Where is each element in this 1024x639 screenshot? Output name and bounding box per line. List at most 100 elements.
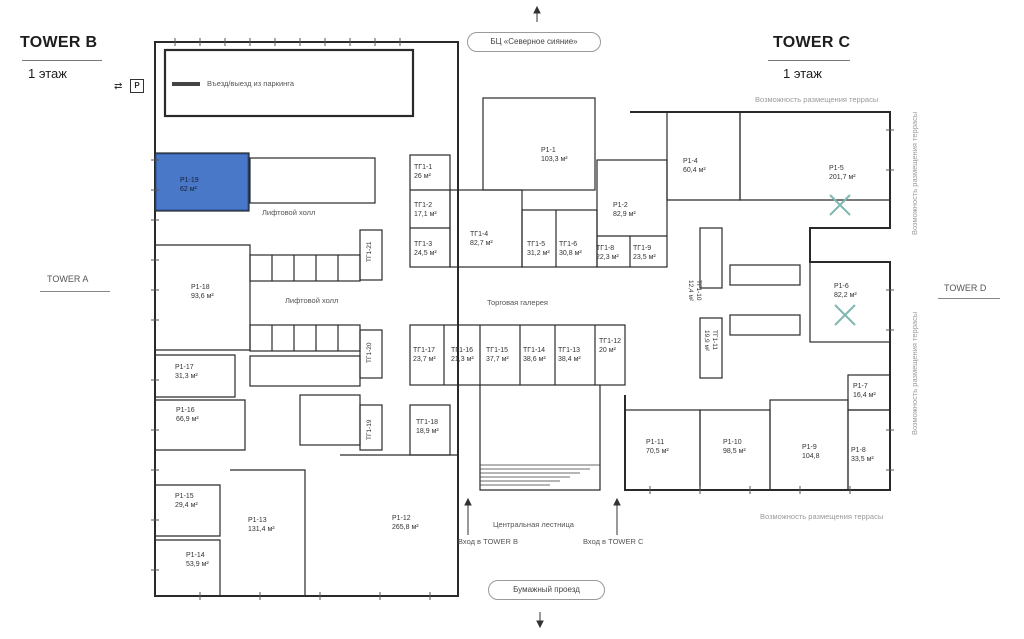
terrace-bottom-label: Возможность размещения террасы xyxy=(760,512,884,521)
tower-a-arrow xyxy=(40,291,110,292)
terrace-right-lower-label: Возможность размещения террасы xyxy=(910,311,919,435)
unit-area: 37,7 м² xyxy=(486,356,509,363)
unit-id: P1-13 xyxy=(248,517,267,524)
tower-c-title: TOWER C xyxy=(773,34,851,51)
tower-b-floor: 1 этаж xyxy=(28,66,67,81)
unit-tg1-20[interactable]: ТГ1-20 xyxy=(366,343,374,364)
unit-id: ТГ1-18 xyxy=(416,419,439,426)
street-top-label: БЦ «Северное сияние» xyxy=(467,32,601,52)
unit-id: ТГ1-5 xyxy=(527,241,546,248)
unit-p1-17[interactable]: P1-17 31,3 м² xyxy=(175,363,198,381)
unit-p1-12[interactable]: P1-12 265,8 м² xyxy=(392,514,419,532)
unit-id: ТГ1-1 xyxy=(414,164,433,171)
street-bottom-label: Бумажный проезд xyxy=(488,580,605,600)
unit-area: 103,3 м² xyxy=(541,156,568,163)
unit-id: ТГ1-4 xyxy=(470,231,489,238)
parking-icon: P xyxy=(130,79,144,93)
unit-id: ТГ1-8 xyxy=(596,245,615,252)
unit-area: 70,5 м² xyxy=(646,448,669,455)
unit-id: P1-15 xyxy=(175,493,194,500)
unit-id: P1-4 xyxy=(683,158,698,165)
unit-area: 31,3 м² xyxy=(175,373,198,380)
unit-area: 12,4 м² xyxy=(687,280,694,302)
unit-area: 26 м² xyxy=(414,173,431,180)
unit-p1-14[interactable]: P1-14 53,9 м² xyxy=(186,551,209,569)
tower-b-title: TOWER B xyxy=(20,34,98,51)
terrace-right-upper-label: Возможность размещения террасы xyxy=(910,111,919,235)
unit-id: ТГ1-10 xyxy=(695,280,702,301)
unit-area: 82,9 м² xyxy=(613,211,636,218)
trade-gallery-label: Торговая галерея xyxy=(487,298,548,307)
entrance-tower-b-label: Вход в TOWER B xyxy=(458,537,518,546)
unit-area: 66,9 м² xyxy=(176,416,199,423)
unit-p1-13[interactable]: P1-13 131,4 м² xyxy=(248,516,275,534)
unit-tg1-6[interactable]: ТГ1-6 30,8 м² xyxy=(559,240,582,258)
unit-id: ТГ1-16 xyxy=(451,347,474,354)
unit-tg1-21[interactable]: ТГ1-21 xyxy=(366,242,374,263)
unit-id: P1-1 xyxy=(541,147,556,154)
lift-hall-label-mid: Лифтовой холл xyxy=(285,296,339,305)
entrance-tower-c-label: Вход в TOWER C xyxy=(583,537,644,546)
unit-tg1-4[interactable]: ТГ1-4 82,7 м² xyxy=(470,230,493,248)
unit-id: P1-2 xyxy=(613,202,628,209)
unit-area: 82,7 м² xyxy=(470,240,493,247)
unit-id: P1-12 xyxy=(392,515,411,522)
unit-area: 30,8 м² xyxy=(559,250,582,257)
unit-p1-15[interactable]: P1-15 29,4 м² xyxy=(175,492,198,510)
unit-area: 53,9 м² xyxy=(186,561,209,568)
parking-arrows-icon: ⇄ xyxy=(114,81,123,92)
unit-area: 19,9 м² xyxy=(703,330,710,352)
unit-area: 20 м² xyxy=(599,347,616,354)
unit-area: 62 м² xyxy=(180,186,197,193)
unit-id: P1-17 xyxy=(175,364,194,371)
unit-area: 33,5 м² xyxy=(851,456,874,463)
unit-area: 93,6 м² xyxy=(191,293,214,300)
unit-id: P1-6 xyxy=(834,283,849,290)
tower-c-floor: 1 этаж xyxy=(783,66,822,81)
unit-area: 24,5 м² xyxy=(414,250,437,257)
unit-tg1-1[interactable]: ТГ1-1 26 м² xyxy=(414,163,432,181)
unit-id: ТГ1-14 xyxy=(523,347,546,354)
unit-area: 131,4 м² xyxy=(248,526,275,533)
unit-id: P1-14 xyxy=(186,552,205,559)
unit-tg1-19[interactable]: ТГ1-19 xyxy=(366,420,374,441)
unit-p1-1[interactable]: P1-1 103,3 м² xyxy=(541,146,568,164)
unit-tg1-14[interactable]: ТГ1-14 38,6 м² xyxy=(523,346,546,364)
unit-id: ТГ1-6 xyxy=(559,241,578,248)
unit-p1-2[interactable]: P1-2 82,9 м² xyxy=(613,201,636,219)
unit-area: 104,8 xyxy=(802,453,820,460)
unit-id: ТГ1-2 xyxy=(414,202,433,209)
unit-p1-8[interactable]: P1-8 33,5 м² xyxy=(851,446,874,464)
unit-id: P1-8 xyxy=(851,447,866,454)
unit-area: 38,6 м² xyxy=(523,356,546,363)
unit-area: 38,4 м² xyxy=(558,356,581,363)
unit-id: ТГ1-11 xyxy=(711,330,718,351)
unit-id: P1-5 xyxy=(829,165,844,172)
unit-area: 265,8 м² xyxy=(392,524,419,531)
unit-area: 29,4 м² xyxy=(175,502,198,509)
